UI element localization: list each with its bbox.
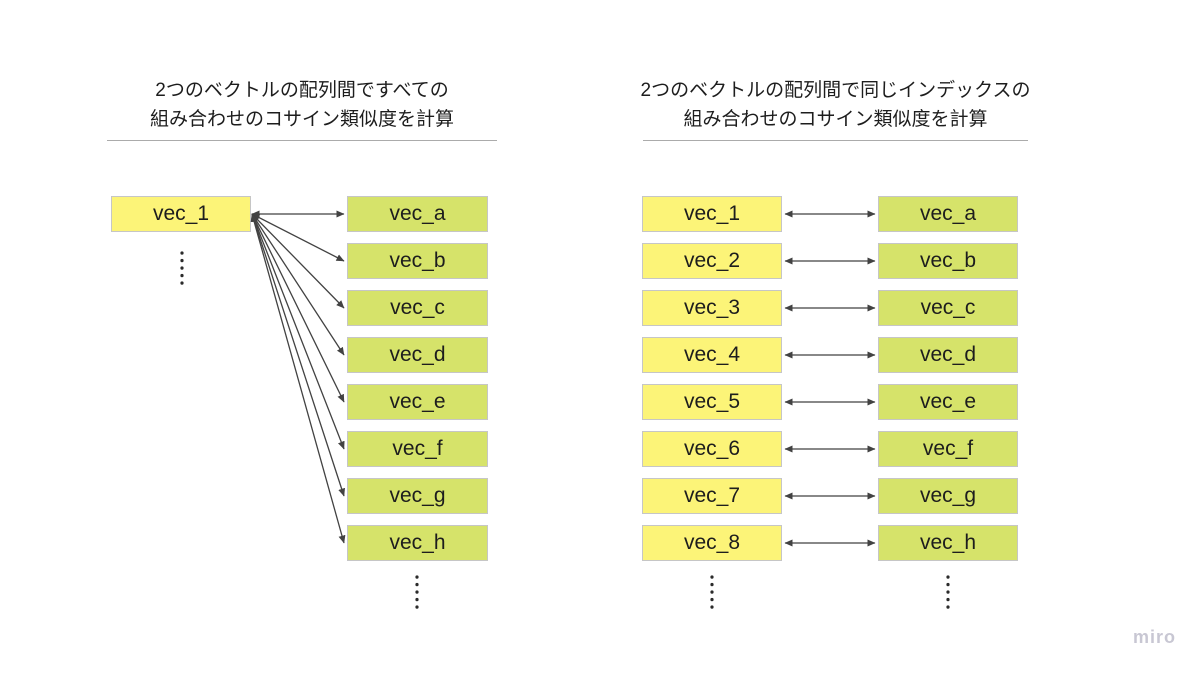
arrow-vec1-vech bbox=[250, 213, 346, 544]
ellipsis-dots-group bbox=[180, 251, 950, 616]
right-source-box-vec_3: vec_3 bbox=[642, 290, 782, 326]
right-source-box-vec_6: vec_6 bbox=[642, 431, 782, 467]
left-target-box-vec_c: vec_c bbox=[347, 290, 488, 326]
right-source-box-vec_2: vec_2 bbox=[642, 243, 782, 279]
right-target-box-vec_d: vec_d bbox=[878, 337, 1018, 373]
right-source-box-vec_4: vec_4 bbox=[642, 337, 782, 373]
arrow-vec1-vecc bbox=[251, 213, 345, 309]
right-source-box-vec_7: vec_7 bbox=[642, 478, 782, 514]
arrow-vec1-vecf bbox=[251, 213, 345, 450]
left-target-box-vec_d: vec_d bbox=[347, 337, 488, 373]
right-source-box-vec_5: vec_5 bbox=[642, 384, 782, 420]
right-target-box-vec_c: vec_c bbox=[878, 290, 1018, 326]
left-title-line1: 2つのベクトルの配列間ですべての bbox=[155, 80, 449, 101]
arrow-vec1-vecb bbox=[251, 213, 345, 262]
right-target-box-vec_g: vec_g bbox=[878, 478, 1018, 514]
right-target-box-vec_a: vec_a bbox=[878, 196, 1018, 232]
right-target-box-vec_f: vec_f bbox=[878, 431, 1018, 467]
left-target-box-vec_a: vec_a bbox=[347, 196, 488, 232]
left-diagram-title: 2つのベクトルの配列間ですべての 組み合わせのコサイン類似度を計算 bbox=[107, 76, 497, 134]
arrow-vec1-vecg bbox=[250, 213, 346, 497]
right-target-box-vec_b: vec_b bbox=[878, 243, 1018, 279]
right-target-box-vec_e: vec_e bbox=[878, 384, 1018, 420]
left-title-line2: 組み合わせのコサイン類似度を計算 bbox=[149, 109, 454, 130]
left-target-box-vec_h: vec_h bbox=[347, 525, 488, 561]
right-source-box-vec_1: vec_1 bbox=[642, 196, 782, 232]
arrow-vec1-vece bbox=[251, 213, 345, 403]
right-diagram-title: 2つのベクトルの配列間で同じインデックスの 組み合わせのコサイン類似度を計算 bbox=[640, 76, 1031, 134]
left-title-divider bbox=[107, 140, 497, 141]
right-title-divider bbox=[643, 140, 1028, 141]
right-title-line2: 組み合わせのコサイン類似度を計算 bbox=[683, 109, 988, 130]
left-target-box-vec_e: vec_e bbox=[347, 384, 488, 420]
arrow-vec1-vecd bbox=[251, 213, 345, 356]
left-target-box-vec_f: vec_f bbox=[347, 431, 488, 467]
left-target-box-vec_b: vec_b bbox=[347, 243, 488, 279]
left-fan-arrows bbox=[250, 210, 346, 544]
left-source-box-vec_1: vec_1 bbox=[111, 196, 251, 232]
miro-watermark: miro bbox=[1133, 627, 1177, 647]
left-target-box-vec_g: vec_g bbox=[347, 478, 488, 514]
right-pair-arrows bbox=[784, 210, 876, 547]
right-title-line1: 2つのベクトルの配列間で同じインデックスの bbox=[640, 80, 1031, 101]
right-source-box-vec_8: vec_8 bbox=[642, 525, 782, 561]
right-target-box-vec_h: vec_h bbox=[878, 525, 1018, 561]
